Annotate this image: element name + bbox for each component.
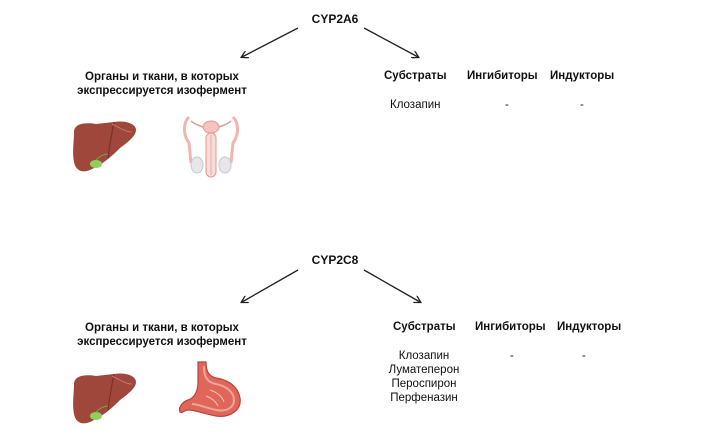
organs-label-line1: Органы и ткани, в которых bbox=[85, 322, 239, 334]
arrow-right bbox=[363, 269, 420, 302]
arrow-right bbox=[363, 27, 418, 57]
male-reproductive-system-icon bbox=[183, 115, 239, 178]
organs-label-line2: экспрессируется изофермент bbox=[77, 336, 247, 348]
enzyme-title: CYP2C8 bbox=[311, 253, 359, 267]
column-header-substrates: Субстраты bbox=[393, 321, 456, 333]
arrow-left bbox=[242, 269, 299, 302]
inhibitors-value: - bbox=[510, 350, 514, 362]
column-header-inducers: Индукторы bbox=[557, 321, 622, 333]
organs-label-line1: Органы и ткани, в которых bbox=[85, 71, 239, 83]
column-header-inducers: Индукторы bbox=[550, 70, 615, 82]
substrate-item: Пероспирон bbox=[391, 378, 457, 390]
substrate-item: Клозапин bbox=[398, 350, 450, 362]
substrate-item: Клозапин bbox=[390, 99, 441, 111]
column-header-inhibitors: Ингибиторы bbox=[467, 70, 538, 82]
substrates-list: Клозапин Луматеперон Пероспирон Перфеназ… bbox=[384, 349, 464, 405]
liver-icon bbox=[73, 373, 136, 424]
substrate-item: Перфеназин bbox=[390, 392, 458, 404]
inducers-value: - bbox=[580, 99, 584, 111]
organs-label: Органы и ткани, в которых экспрессируетс… bbox=[57, 70, 267, 98]
arrow-left bbox=[242, 27, 299, 57]
liver-icon bbox=[73, 121, 136, 172]
organs-label-line2: экспрессируется изофермент bbox=[77, 85, 247, 97]
enzyme-title: CYP2A6 bbox=[311, 12, 359, 26]
column-header-inhibitors: Ингибиторы bbox=[475, 321, 546, 333]
stomach-icon bbox=[178, 361, 241, 417]
organs-label: Органы и ткани, в которых экспрессируетс… bbox=[57, 321, 267, 349]
inducers-value: - bbox=[582, 350, 586, 362]
inhibitors-value: - bbox=[505, 99, 509, 111]
column-header-substrates: Субстраты bbox=[384, 70, 447, 82]
substrate-item: Луматеперон bbox=[388, 364, 460, 376]
